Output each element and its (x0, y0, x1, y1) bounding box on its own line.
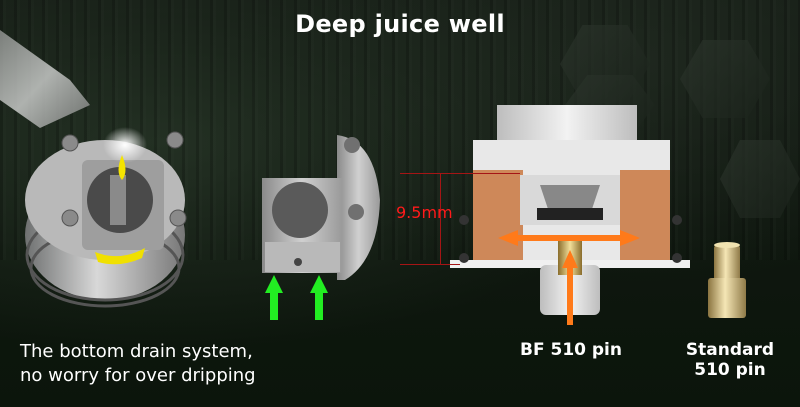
drain-block-image (262, 135, 380, 320)
cross-section-image (450, 105, 690, 325)
dimension-top-line (400, 173, 520, 174)
standard-pin-caption: Standard 510 pin (685, 340, 775, 380)
dimension-bottom-line (400, 264, 460, 265)
rda-deck-image (0, 30, 187, 308)
dimension-vertical-line (440, 173, 441, 264)
bf-pin-caption: BF 510 pin (520, 340, 622, 360)
drain-caption: The bottom drain system, no worry for ov… (20, 341, 256, 386)
orange-arrow-icon (498, 230, 640, 325)
green-arrow-icon (265, 275, 328, 320)
background-hexagon (680, 40, 770, 118)
standard-pin-image (708, 242, 746, 318)
page-title: Deep juice well (295, 10, 505, 38)
dimension-label: 9.5mm (396, 203, 453, 222)
